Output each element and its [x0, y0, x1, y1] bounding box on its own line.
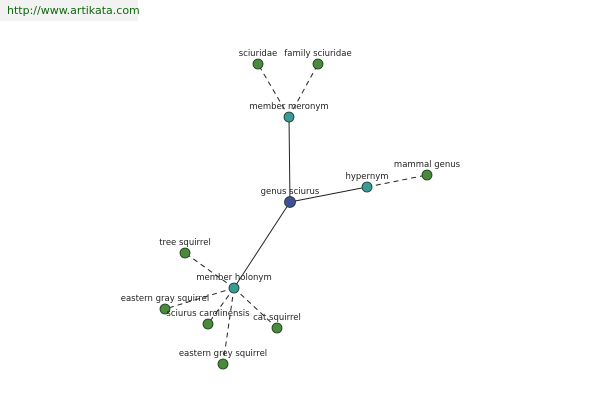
node-family-sciuridae[interactable]: family sciuridae — [284, 49, 352, 70]
relation-node-member-holonym[interactable]: member holonym — [196, 273, 272, 294]
node-eastern-gray-squirrel[interactable]: eastern gray squirrel — [121, 294, 210, 315]
relation-node-member-holonym-label: member holonym — [196, 273, 271, 283]
node-sciurus-carolinensis-dot — [202, 318, 214, 330]
edge-member-holonym-sciurus-carolinensis — [207, 287, 235, 325]
node-tree-squirrel-dot — [179, 247, 191, 259]
center-node-genus-sciurus-label: genus sciurus — [261, 187, 320, 197]
node-eastern-grey-squirrel-dot — [217, 358, 229, 370]
node-sciurus-carolinensis-label: sciurus carolinensis — [166, 309, 250, 319]
relation-node-member-meronym[interactable]: member meronym — [249, 102, 329, 123]
relation-node-hypernym-label: hypernym — [345, 172, 388, 182]
edge-hypernym — [289, 186, 368, 203]
edge-member-meronym-sciuridae — [257, 63, 290, 118]
relation-node-member-meronym-dot — [283, 111, 295, 123]
node-sciuridae[interactable]: sciuridae — [239, 49, 278, 70]
center-node-genus-sciurus[interactable]: genus sciurus — [261, 187, 320, 208]
node-mammal-genus[interactable]: mammal genus — [394, 160, 461, 181]
edge-member-holonym — [233, 201, 291, 289]
relation-node-hypernym-dot — [361, 181, 373, 193]
node-cat-squirrel-dot — [271, 322, 283, 334]
node-sciurus-carolinensis[interactable]: sciurus carolinensis — [166, 309, 250, 330]
node-mammal-genus-label: mammal genus — [394, 160, 461, 170]
graph-nodes: sciuridae family sciuridae member meronym m… — [121, 49, 461, 370]
edge-member-meronym-family-sciuridae — [288, 63, 319, 118]
node-sciuridae-label: sciuridae — [239, 49, 278, 59]
edge-member-holonym-eastern-grey-squirrel — [222, 287, 235, 365]
edge-member-holonym-cat-squirrel — [233, 287, 278, 329]
node-family-sciuridae-dot — [312, 58, 324, 70]
node-sciuridae-dot — [252, 58, 264, 70]
node-eastern-gray-squirrel-label: eastern gray squirrel — [121, 294, 210, 304]
edge-member-meronym — [288, 116, 291, 203]
edge-member-holonym-tree-squirrel — [184, 252, 235, 289]
artikata-link[interactable]: http://www.artikata.com — [0, 0, 140, 21]
node-family-sciuridae-label: family sciuridae — [284, 49, 351, 59]
node-eastern-gray-squirrel-dot — [159, 303, 171, 315]
relation-node-member-holonym-dot — [228, 282, 240, 294]
edge-member-holonym-eastern-gray-squirrel — [164, 287, 235, 310]
node-eastern-grey-squirrel[interactable]: eastern grey squirrel — [179, 349, 267, 370]
node-eastern-grey-squirrel-label: eastern grey squirrel — [179, 349, 267, 359]
node-cat-squirrel[interactable]: cat squirrel — [253, 313, 301, 334]
relation-node-hypernym[interactable]: hypernym — [345, 172, 389, 193]
node-mammal-genus-dot — [421, 169, 433, 181]
relation-node-member-meronym-label: member meronym — [249, 102, 328, 112]
node-tree-squirrel[interactable]: tree squirrel — [159, 238, 211, 259]
center-node-genus-sciurus-dot — [284, 196, 296, 208]
node-cat-squirrel-label: cat squirrel — [253, 313, 301, 323]
node-tree-squirrel-label: tree squirrel — [159, 238, 211, 248]
edge-hypernym-mammal-genus — [366, 174, 428, 188]
graph-edges — [164, 63, 428, 365]
